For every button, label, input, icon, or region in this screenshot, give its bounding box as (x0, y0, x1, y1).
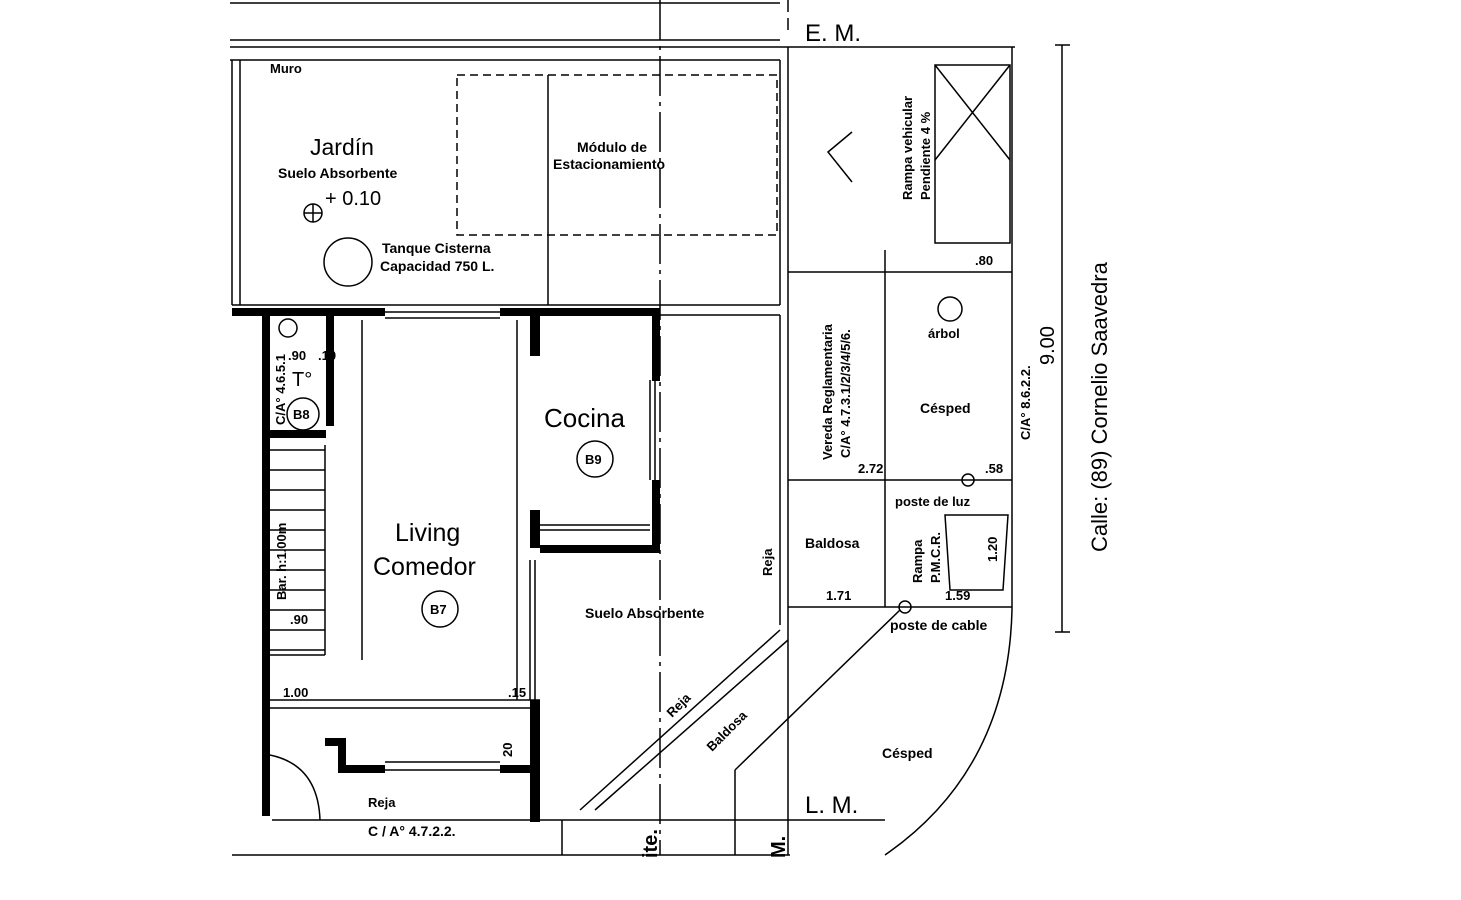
lm-label: L. M. (805, 792, 858, 819)
baldosa-label-2: Baldosa (704, 707, 751, 754)
tanque-label-1: Tanque Cisterna (382, 240, 491, 256)
baranda-label: Bar. h:1.00m (274, 523, 289, 600)
calle-label: Calle: (89) Cornelio Saavedra (1087, 261, 1112, 552)
dim-100: 1.00 (283, 685, 308, 700)
modulo-label-1: Módulo de (577, 139, 647, 155)
cesped-label-2: Césped (882, 745, 933, 761)
cut-text-m: M. (768, 836, 790, 858)
cesped-label-1: Césped (920, 400, 971, 416)
b8-label: B8 (293, 407, 310, 422)
rampa-pmcr-label-1: Rampa (910, 539, 925, 583)
labels: E. M. L. M. Muro Jardín Suelo Absorbente… (270, 20, 1112, 858)
dim-120: 1.20 (985, 537, 1000, 562)
cut-text-ite: ite. (640, 829, 662, 858)
ca-8622-label: C/A° 8.6.2.2. (1018, 365, 1033, 440)
dim-900: 9.00 (1037, 326, 1059, 365)
poste-luz-label: poste de luz (895, 494, 971, 509)
vereda-label-2: C/A° 4.7.3.1/2/3/4/5/6. (838, 329, 853, 458)
ca-4722-label: C / A° 4.7.2.2. (368, 823, 456, 839)
reja-label-1: Reja (664, 690, 695, 721)
b7-label: B7 (430, 602, 447, 617)
dim-090-bottom: .90 (290, 612, 308, 627)
dim-015: .15 (508, 685, 526, 700)
b9-label: B9 (585, 452, 602, 467)
dim-080: .80 (975, 253, 993, 268)
em-label: E. M. (805, 20, 861, 47)
living-label: Living (395, 519, 460, 547)
jardin-suelo-label: Suelo Absorbente (278, 165, 397, 181)
baldosa-label-1: Baldosa (805, 535, 860, 551)
rampa-vehicular-label-2: Pendiente 4 % (918, 111, 933, 200)
jardin-label: Jardín (310, 134, 374, 160)
dim-090-top: .90 (288, 348, 306, 363)
muro-label: Muro (270, 61, 302, 76)
rampa-vehicular-label-1: Rampa vehicular (900, 96, 915, 200)
modulo-label-2: Estacionamiento (553, 156, 665, 172)
ca-4651-label: C/A° 4.6.5.1 (273, 354, 288, 425)
dim-272: 2.72 (858, 461, 883, 476)
arbol-label: árbol (928, 326, 960, 341)
reja-label-2: Reja (760, 548, 775, 576)
vereda-label-1: Vereda Reglamentaria (820, 323, 835, 460)
thin-lines (230, 0, 1070, 856)
cocina-label: Cocina (544, 403, 625, 433)
tanque-label-2: Capacidad 750 L. (380, 258, 494, 274)
level-label: + 0.10 (325, 188, 381, 210)
poste-cable-label: poste de cable (890, 617, 987, 633)
thick-walls (232, 308, 660, 822)
t-label: T° (292, 369, 312, 391)
dim-010: .10 (318, 348, 336, 363)
symbols (278, 203, 975, 628)
rampa-pmcr-label-2: P.M.C.R. (928, 532, 943, 583)
reja-label-3: Reja (368, 795, 396, 810)
dim-159: 1.59 (945, 588, 970, 603)
dim-058: .58 (985, 461, 1003, 476)
comedor-label: Comedor (373, 553, 476, 581)
suelo-absorbente-label: Suelo Absorbente (585, 605, 704, 621)
dim-020: 20 (500, 743, 515, 757)
dim-171: 1.71 (826, 588, 851, 603)
